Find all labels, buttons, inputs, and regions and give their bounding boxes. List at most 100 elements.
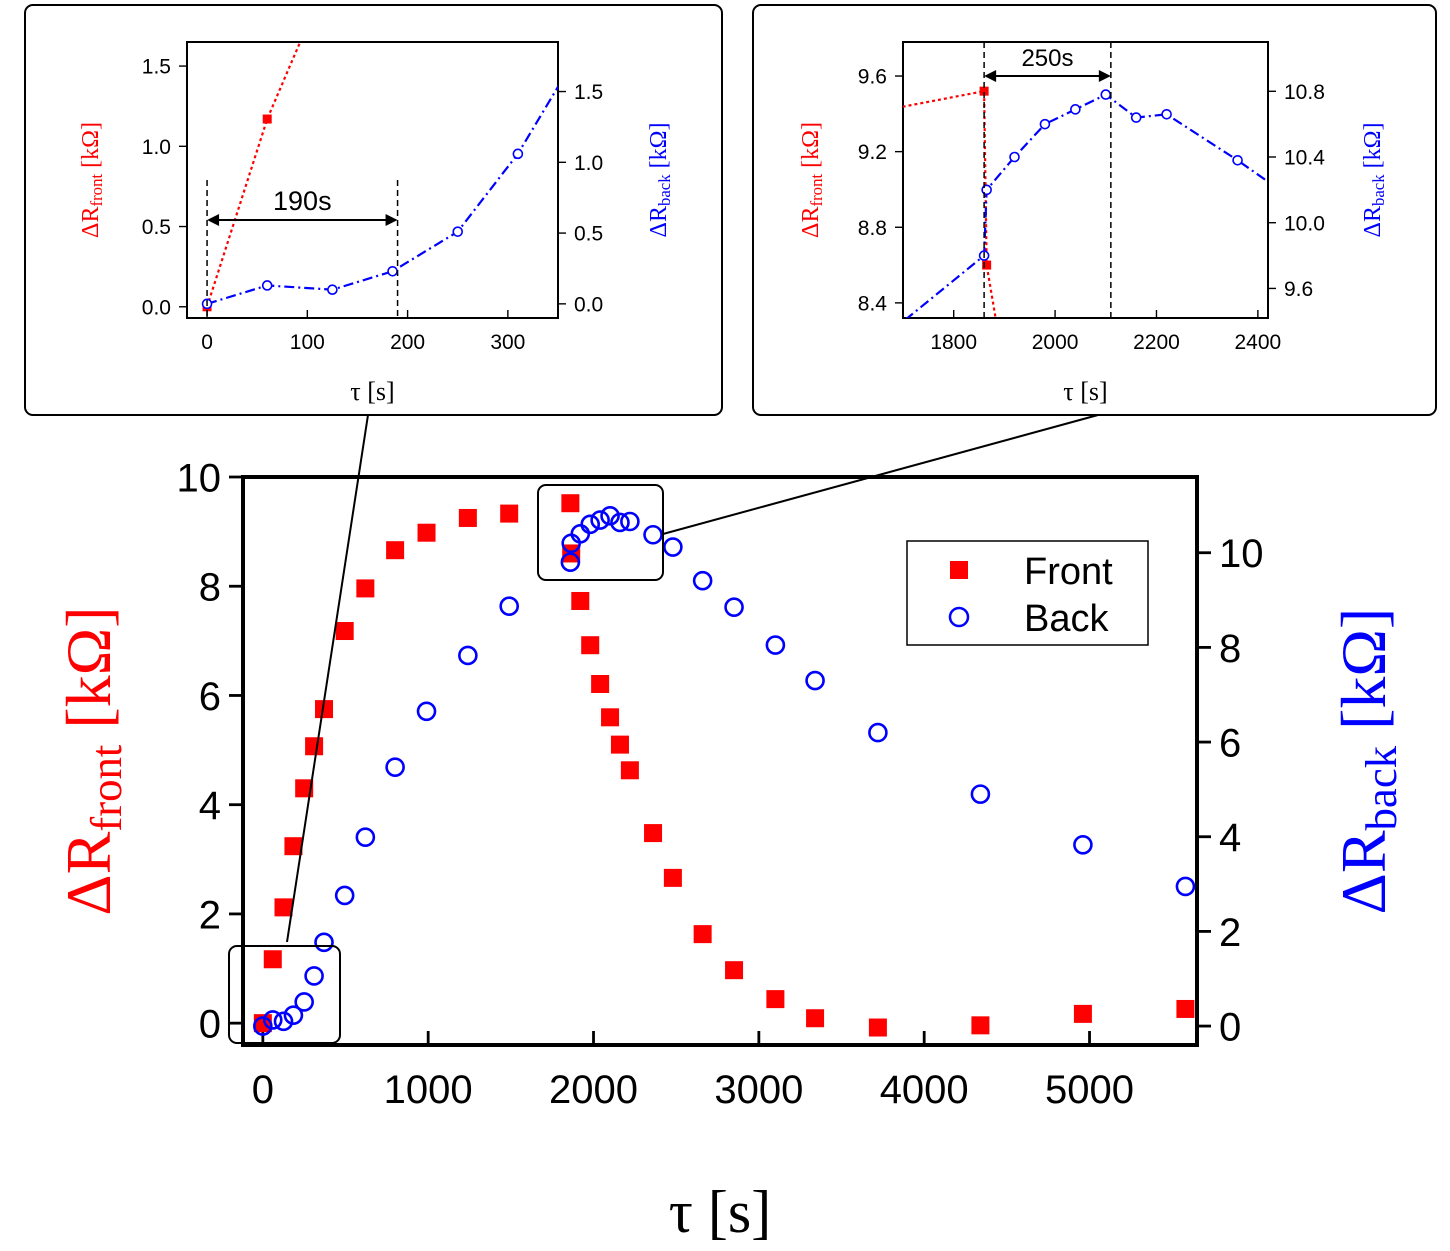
main-front-point <box>868 1018 887 1037</box>
inset-right-back-point <box>1100 89 1112 100</box>
inset-left-ytick-left-label: 0.5 <box>142 216 171 239</box>
main-front-point <box>295 779 314 798</box>
inset-right-back-point <box>1009 151 1020 163</box>
main-front-point <box>1073 1004 1092 1023</box>
main-front-point <box>315 700 334 719</box>
inset-left-ylabel-right-main: ΔR <box>646 206 672 237</box>
main-back-point <box>294 992 314 1012</box>
inset-right-annotation-arrowhead-right <box>1098 70 1111 82</box>
inset-right-ytick-left-label: 8.4 <box>858 292 888 315</box>
inset-left-ytick-right-label: 0.0 <box>574 293 603 316</box>
main-axes-frame <box>241 475 1199 1047</box>
main-front-point <box>620 761 639 780</box>
main-back-point <box>273 1011 294 1032</box>
main-ylabel-right-sub: back <box>1356 745 1406 830</box>
inset-right-data <box>903 86 1268 318</box>
zoom-connector-right <box>662 414 1099 535</box>
inset-right-ytick-right-label: 10.8 <box>1284 81 1325 104</box>
legend-front-marker <box>950 561 968 579</box>
inset-right-back-point <box>1161 108 1172 120</box>
main-back-point <box>620 511 640 532</box>
main-back-point <box>334 885 355 906</box>
main-xtick-label: 1000 <box>384 1068 473 1112</box>
main-front-point <box>581 636 600 655</box>
inset-left-data <box>201 42 558 312</box>
main-front-point <box>601 708 620 727</box>
main-back-point <box>600 506 620 526</box>
inset-right-axes-frame <box>902 41 1269 319</box>
main-back-point <box>663 537 683 557</box>
main-data <box>253 494 1196 1037</box>
main-ytick-right-label: 6 <box>1219 721 1241 765</box>
main-front-point <box>284 837 303 856</box>
main-ytick-left-label: 0 <box>199 1003 221 1047</box>
main-back-point <box>304 966 324 986</box>
inset-left-front-point <box>262 114 272 124</box>
inset-left-xtick-label: 0 <box>201 331 213 354</box>
main-front-point <box>971 1016 990 1035</box>
main-back-point <box>385 757 405 777</box>
main-ylabel-left-unit: [kΩ] <box>53 606 124 744</box>
legend: Front Back <box>906 540 1149 646</box>
main-front-point <box>263 950 282 969</box>
zoom-box-right <box>537 484 664 581</box>
inset-right-front-line <box>903 89 997 318</box>
inset-right-front-point <box>982 260 992 270</box>
inset-right-ylabel-left: ΔRfront [kΩ] <box>798 122 826 238</box>
main-xtick-label: 2000 <box>549 1068 638 1112</box>
main-ytick-left-label: 4 <box>199 784 221 828</box>
inset-left-ylabel-right-sub: back <box>655 174 674 206</box>
inset-left-annotation-label: 190s <box>273 186 332 216</box>
main-back-point <box>643 524 663 545</box>
inset-left-axes-frame <box>186 41 559 319</box>
inset-left-ytick-left-label: 1.5 <box>142 56 171 79</box>
inset-right-ytick-right-label: 10.4 <box>1284 147 1325 170</box>
main-front-point <box>610 735 629 754</box>
inset-right-ytick-right-label: 9.6 <box>1284 278 1313 301</box>
main-xtick-label: 0 <box>252 1068 274 1112</box>
inset-left-frame <box>24 4 723 416</box>
inset-right-ylabel-right-main: ΔR <box>1360 206 1386 237</box>
main-back-point <box>1175 876 1196 897</box>
main-ytick-right-label: 0 <box>1219 1005 1241 1049</box>
main-back-point <box>253 1016 273 1036</box>
main-back-point <box>765 635 786 655</box>
main-xlabel: τ [s] <box>669 1179 771 1245</box>
main-back-point <box>805 670 825 691</box>
inset-left-xtick-label: 100 <box>290 331 325 354</box>
inset-left-annotation-arrowhead-left <box>207 214 220 226</box>
inset-right-ytick-left-label: 9.6 <box>858 66 887 89</box>
main-front-point <box>663 868 682 887</box>
inset-right-ylabel-right-sub: back <box>1369 174 1388 206</box>
main-ytick-right-label: 10 <box>1219 532 1264 576</box>
inset-left-ylabel-left-sub: front <box>87 174 106 207</box>
inset-right-xtick-label: 1800 <box>930 331 977 354</box>
legend-front-label: Front <box>1024 551 1113 593</box>
inset-left-xtick-label: 300 <box>490 331 525 354</box>
inset-right-back-point <box>1070 104 1081 115</box>
main-front-point <box>693 925 712 944</box>
inset-right-front-point <box>979 86 989 96</box>
inset-left-xlabel: τ [s] <box>350 377 394 406</box>
main-ytick-right-label: 8 <box>1219 627 1241 671</box>
inset-right-back-point <box>1130 112 1142 123</box>
inset-left-annotation-arrowhead-right <box>385 214 398 226</box>
main-ylabel-right-main: ΔR <box>1328 830 1399 914</box>
main-ytick-left-label: 8 <box>199 566 221 610</box>
inset-left-back-point <box>512 148 524 160</box>
main-back-point <box>283 1005 304 1025</box>
inset-right-xtick-label: 2400 <box>1235 331 1282 354</box>
main-back-point <box>262 1010 283 1030</box>
inset-right-ylabel-right-unit: [kΩ] <box>1360 123 1386 175</box>
main-ylabel-left-main: ΔR <box>53 831 124 915</box>
inset-right-back-point <box>1232 154 1243 166</box>
inset-right-ylabel-left-unit: [kΩ] <box>798 122 824 174</box>
inset-left-ylabel-right-unit: [kΩ] <box>646 123 672 175</box>
inset-left-ytick-right-label: 0.5 <box>574 223 603 246</box>
inset-left-ylabel-left-unit: [kΩ] <box>78 122 104 174</box>
main-ytick-left-label: 2 <box>199 893 221 937</box>
main-back-point <box>724 597 744 617</box>
inset-right-xlabel: τ [s] <box>1063 377 1107 406</box>
